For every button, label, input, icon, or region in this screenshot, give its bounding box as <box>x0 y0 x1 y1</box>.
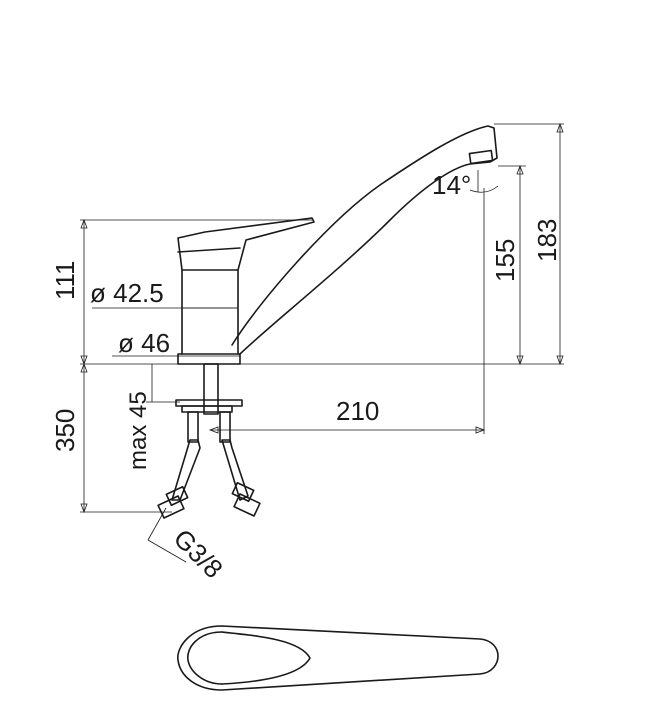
mounting-washer <box>175 399 243 407</box>
dim-diameter-body: ø 42.5 <box>90 278 164 308</box>
dim-total-height: 183 <box>532 219 562 262</box>
hose-fitting-right <box>231 481 261 517</box>
base-plate <box>177 353 241 365</box>
supply-hose-right <box>221 439 249 501</box>
faucet-top-view <box>177 625 499 691</box>
faucet-handle <box>177 217 315 271</box>
dim-max-counter: max 45 <box>125 391 152 470</box>
dim-spout-height: 155 <box>490 239 520 282</box>
dim-height-handle: 111 <box>50 260 80 300</box>
faucet-spout <box>231 125 498 355</box>
dim-spout-angle: 14° <box>432 170 471 200</box>
dim-diameter-base: ø 46 <box>118 328 170 358</box>
dim-connection: G3/8 <box>168 523 229 584</box>
dimension-lines <box>80 122 564 563</box>
dim-spout-reach: 210 <box>336 396 379 426</box>
top-view-handle-outline <box>177 625 499 691</box>
supply-hose-left <box>171 439 201 501</box>
faucet-body <box>181 269 239 355</box>
faucet-side-view <box>157 125 499 519</box>
dim-hose-length: 350 <box>50 409 80 452</box>
